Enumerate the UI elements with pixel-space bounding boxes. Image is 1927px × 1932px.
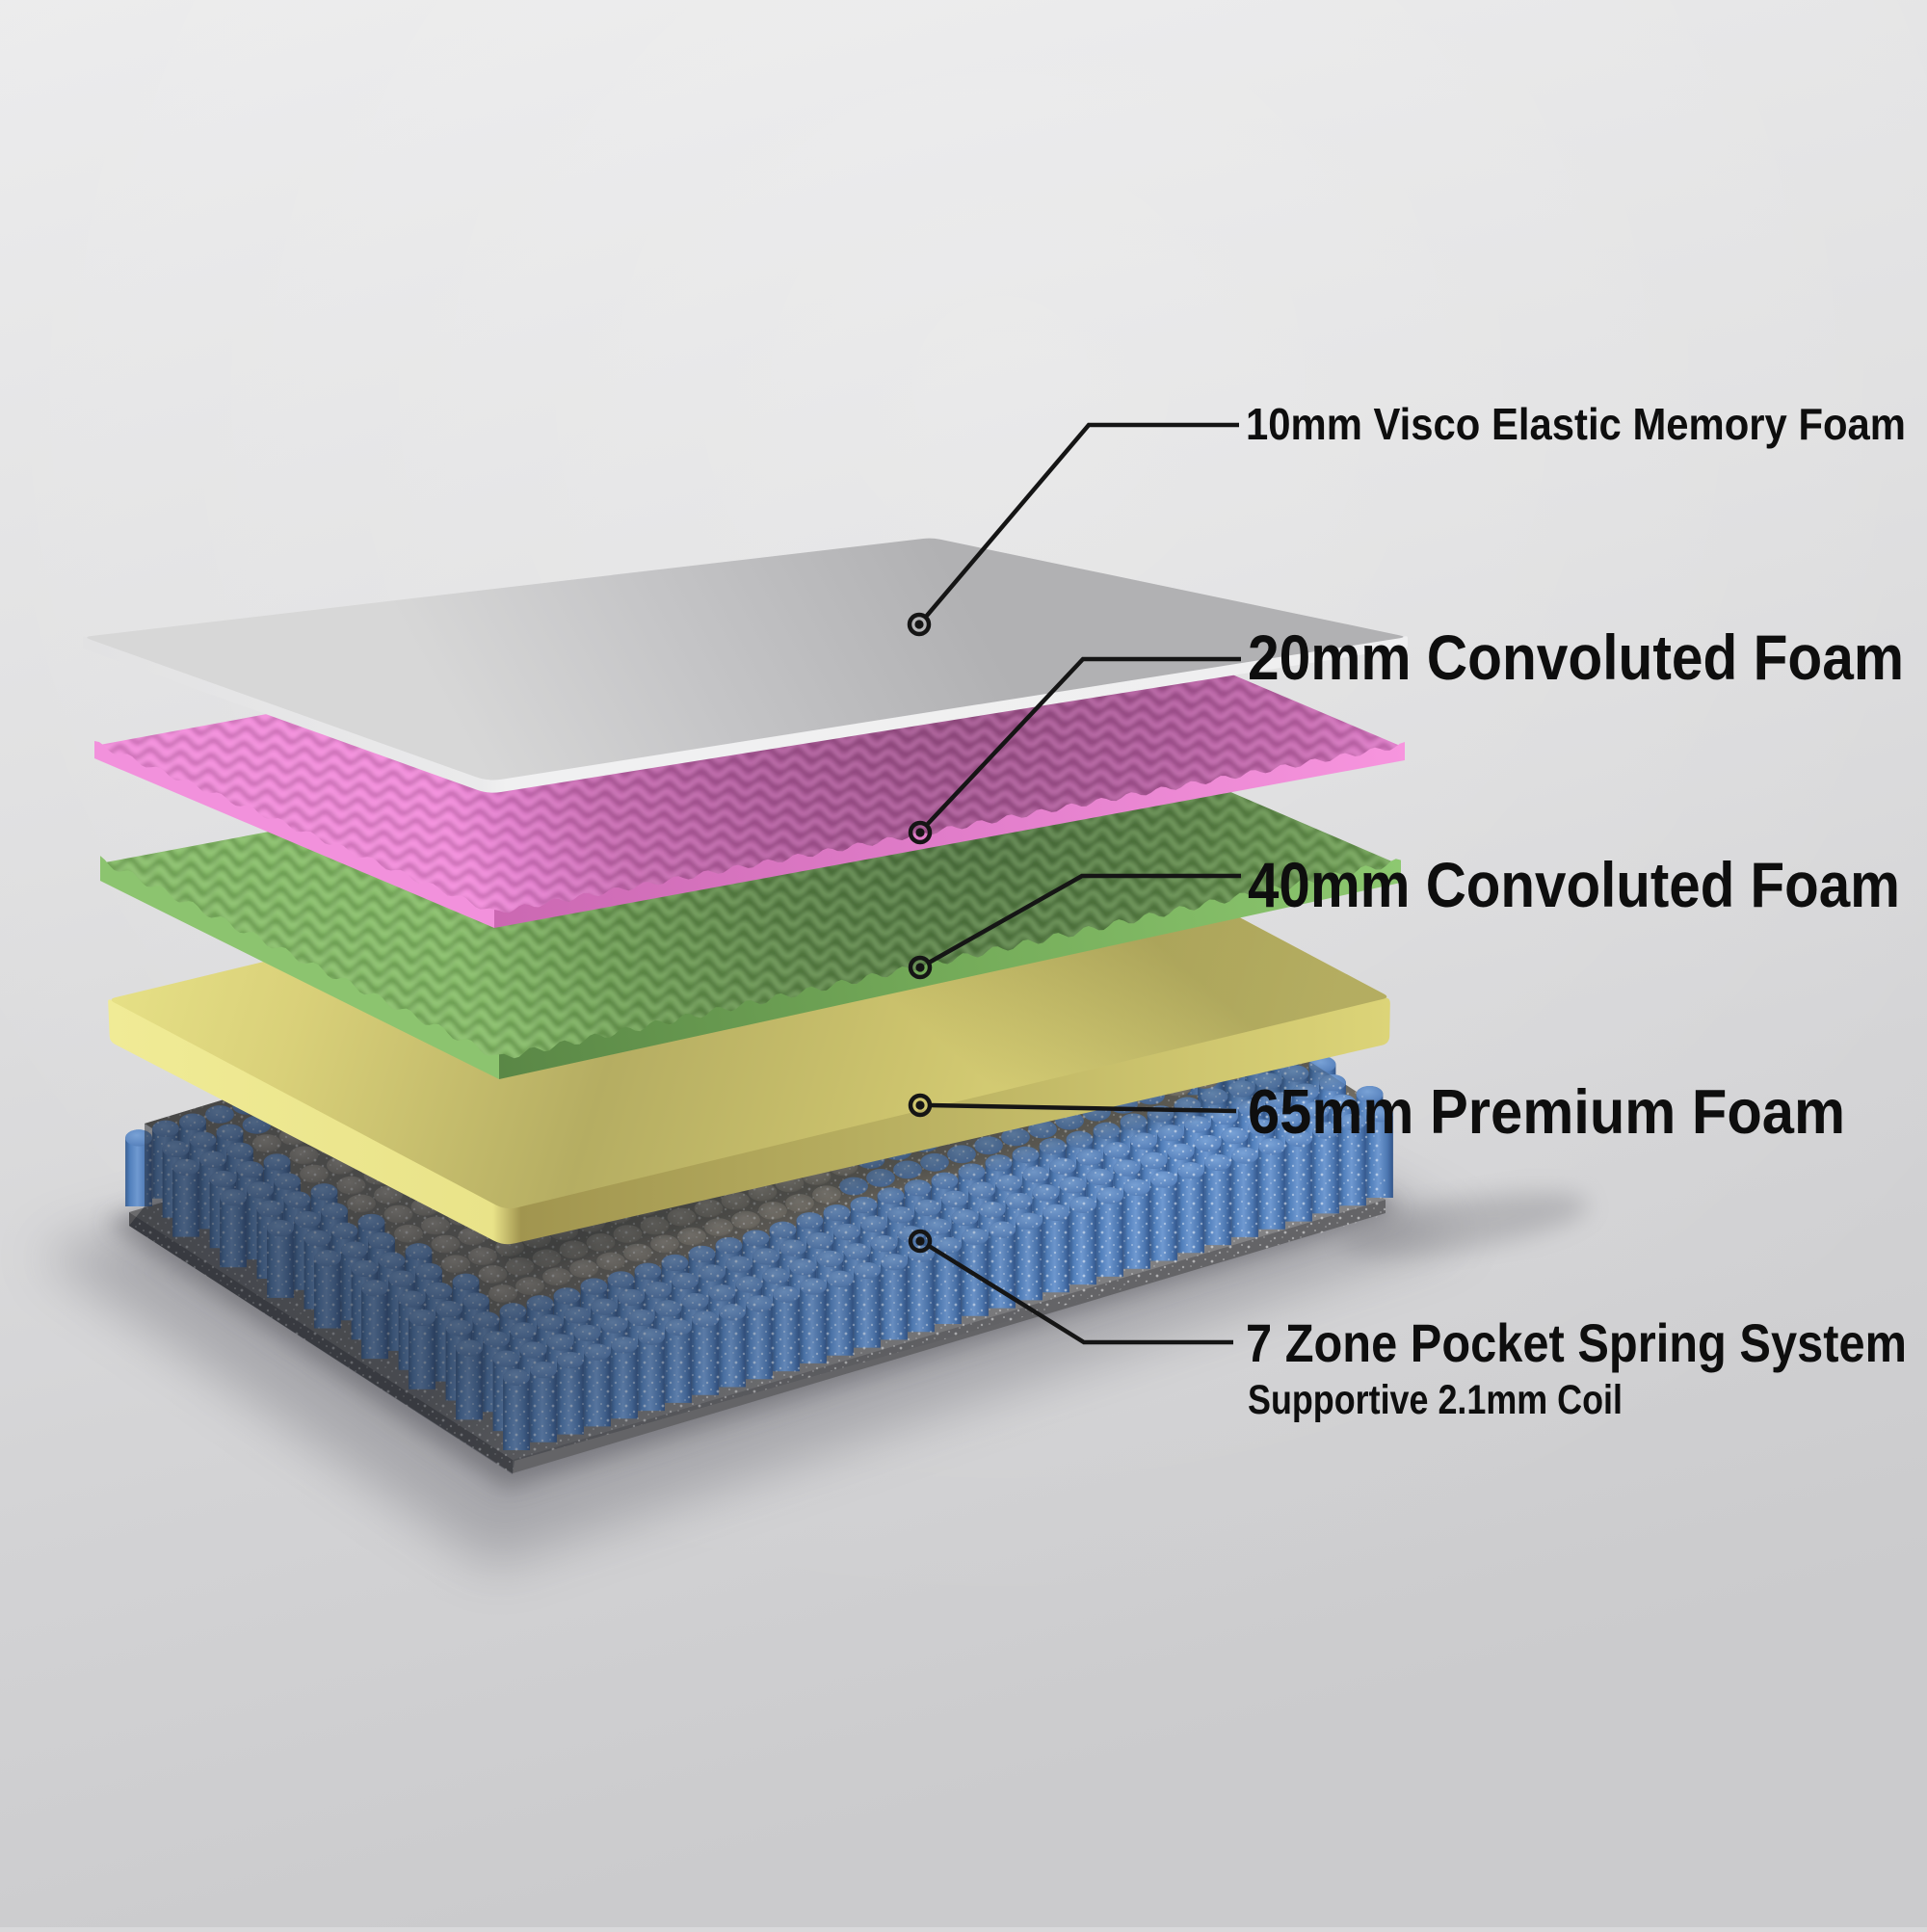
- svg-text:20mm Convoluted Foam: 20mm Convoluted Foam: [1248, 622, 1904, 693]
- svg-text:10mm Visco Elastic Memory Foam: 10mm Visco Elastic Memory Foam: [1246, 399, 1906, 449]
- svg-text:7 Zone Pocket Spring System: 7 Zone Pocket Spring System: [1246, 1312, 1907, 1373]
- svg-text:40mm Convoluted Foam: 40mm Convoluted Foam: [1248, 849, 1900, 920]
- svg-text:65mm Premium Foam: 65mm Premium Foam: [1248, 1076, 1845, 1147]
- svg-text:Supportive 2.1mm Coil: Supportive 2.1mm Coil: [1248, 1377, 1623, 1423]
